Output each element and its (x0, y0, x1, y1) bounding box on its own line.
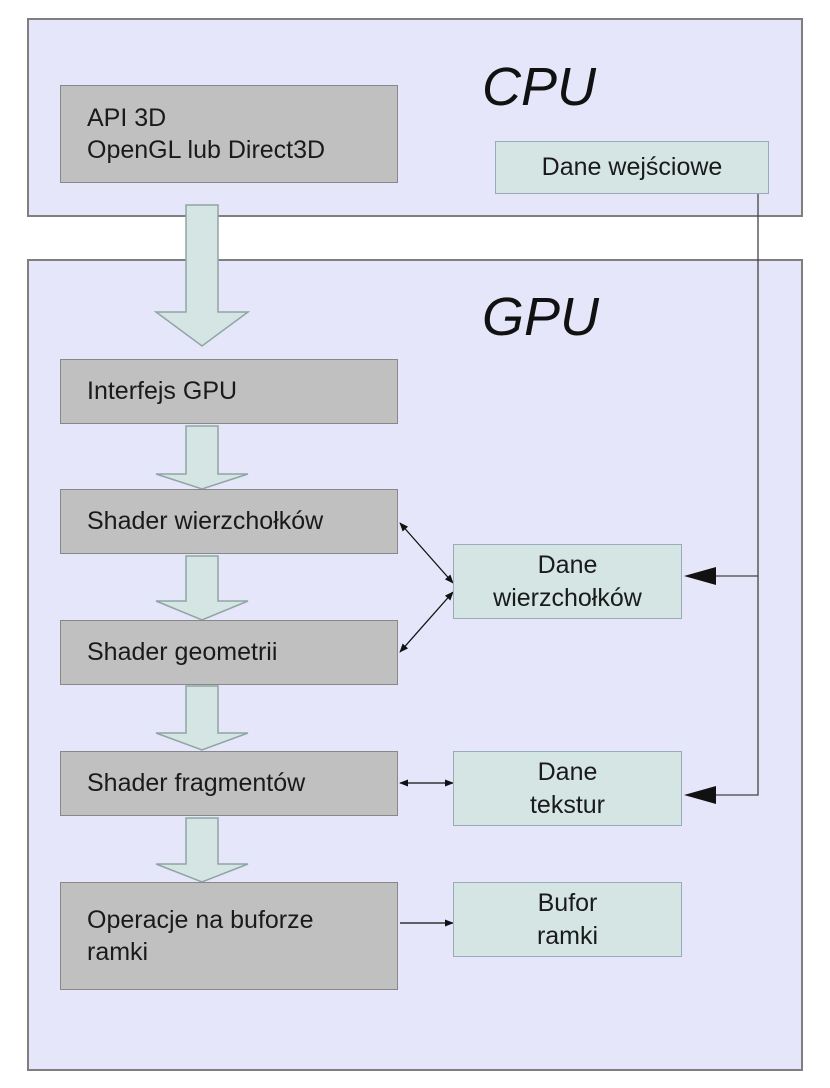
framebuffer-sublabel: ramki (536, 921, 599, 950)
texture-data-label: Dane (537, 758, 598, 786)
api-3d-label: API 3D (87, 103, 167, 132)
input-data-label: Dane wejściowe (541, 153, 723, 182)
vertex-shader-vertex-data-arrow (399, 522, 454, 584)
geometry-shader-box: Shader geometrii (60, 620, 398, 685)
api-3d-sublabel: OpenGL lub Direct3D (87, 136, 326, 164)
geometry-shader-vertex-data-arrow (399, 591, 454, 653)
texture-data-box: Dane tekstur (453, 751, 682, 826)
fragment-shader-box: Shader fragmentów (60, 751, 398, 816)
gpu-title: GPU (482, 287, 600, 347)
input-data-feed-line (716, 194, 759, 796)
framebuffer-box: Bufor ramki (453, 882, 682, 957)
vertex-data-sublabel: wierzchołków (493, 583, 642, 612)
framebuffer-ops-sublabel: ramki (87, 938, 149, 966)
flow-arrow-interface-to-vertex (155, 425, 249, 490)
geometry-shader-label: Shader geometrii (87, 638, 278, 667)
vertex-data-feed-arrowhead (684, 567, 716, 585)
flow-arrow-geometry-to-fragment (155, 685, 249, 751)
framebuffer-ops-box: Operacje na buforze ramki (60, 882, 398, 990)
input-data-box: Dane wejściowe (495, 141, 769, 194)
texture-data-feed-arrowhead (684, 786, 716, 804)
framebuffer-ops-label: Operacje na buforze (87, 905, 314, 934)
vertex-data-box: Dane wierzchołków (453, 544, 682, 619)
vertex-shader-label: Shader wierzchołków (87, 507, 324, 536)
flow-arrow-fragment-to-framebuffer-ops (155, 817, 249, 883)
gpu-interface-box: Interfejs GPU (60, 359, 398, 424)
framebuffer-label: Bufor (537, 889, 598, 917)
api-3d-box: API 3D OpenGL lub Direct3D (60, 85, 398, 183)
texture-data-sublabel: tekstur (529, 790, 606, 819)
flow-arrow-vertex-to-geometry (155, 555, 249, 621)
vertex-data-label: Dane (537, 551, 598, 579)
flow-arrow-api-to-interface (153, 204, 251, 347)
gpu-interface-label: Interfejs GPU (87, 377, 238, 406)
vertex-shader-box: Shader wierzchołków (60, 489, 398, 554)
cpu-title: CPU (482, 57, 597, 117)
fragment-shader-label: Shader fragmentów (87, 769, 306, 798)
